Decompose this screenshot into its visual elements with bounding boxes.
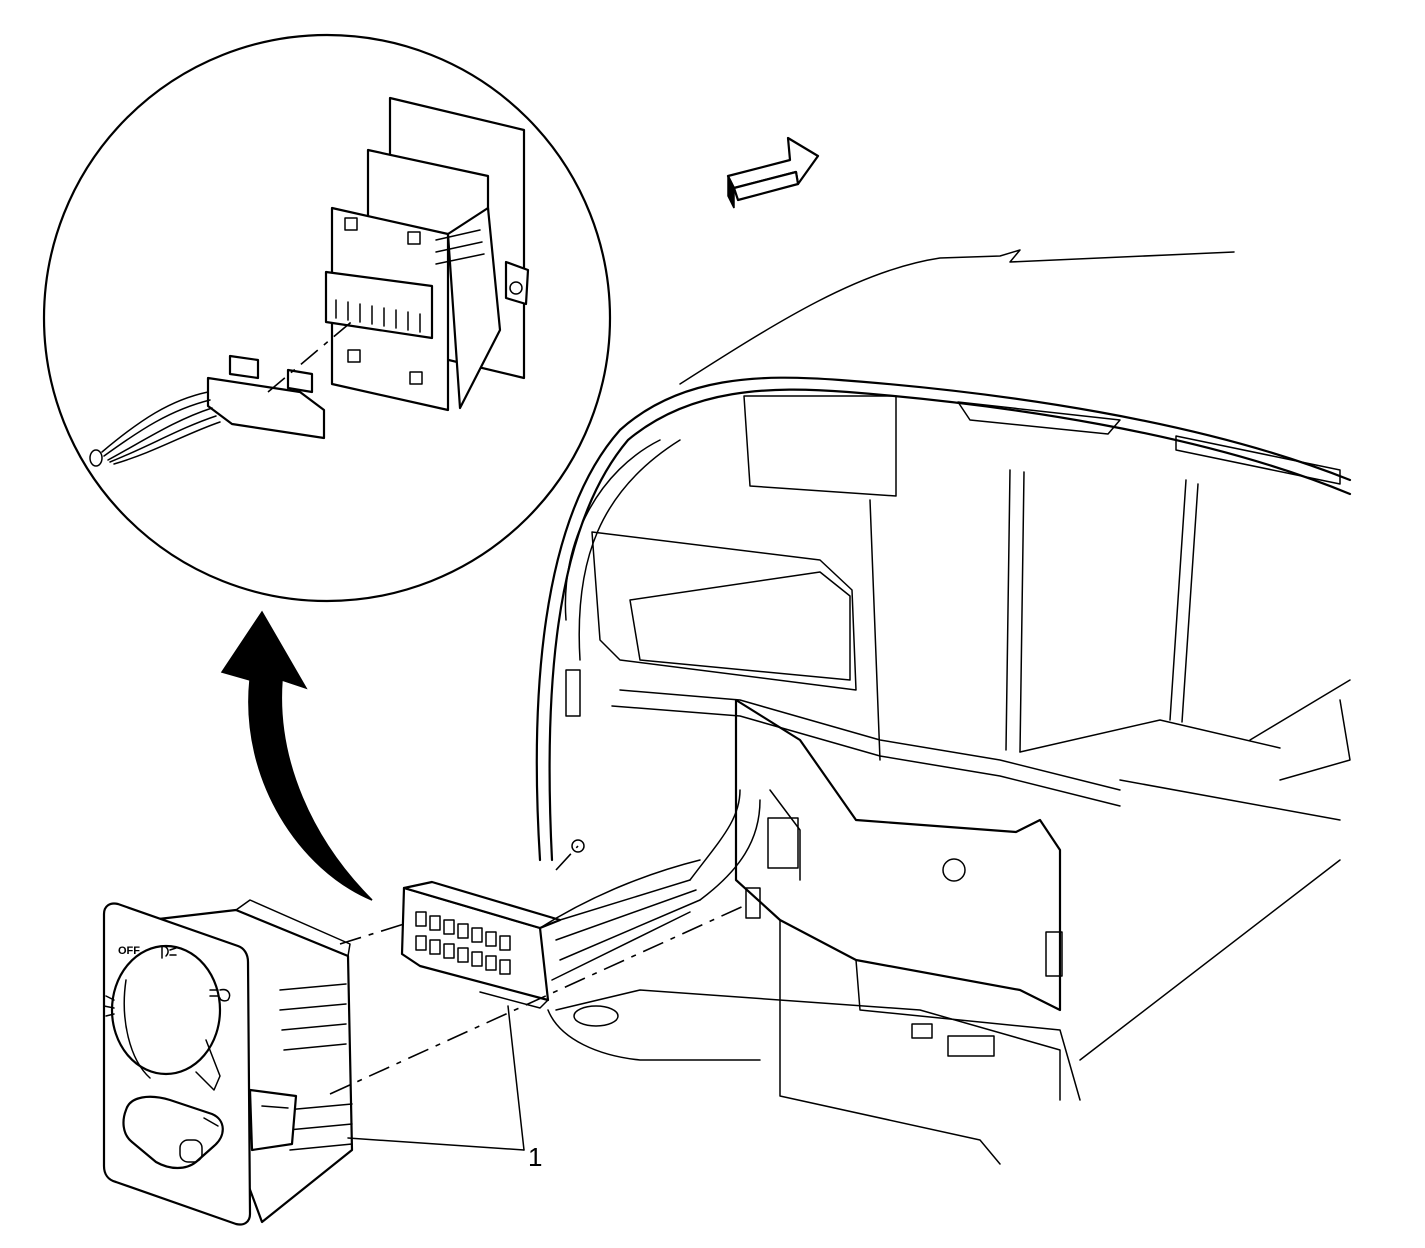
forward-direction-arrow-icon bbox=[726, 136, 820, 209]
detail-view-arrow-icon bbox=[220, 610, 373, 901]
connector-cavities bbox=[415, 911, 511, 975]
detail-header-pins bbox=[335, 299, 421, 333]
switch-body-fins bbox=[279, 983, 353, 1151]
detail-view-circle bbox=[42, 33, 612, 603]
off-label: OFF bbox=[118, 945, 140, 957]
headlamp-symbol-icon bbox=[209, 988, 231, 1002]
dimmer-symbol-icon bbox=[103, 995, 115, 1017]
callout-1-label: 1 bbox=[528, 1142, 542, 1172]
instrument-panel-structure bbox=[535, 249, 1352, 1165]
detail-switch-body bbox=[324, 96, 530, 412]
callout-1: 1 bbox=[347, 1005, 542, 1172]
parklamp-symbol-icon bbox=[161, 945, 177, 959]
detail-harness-connector bbox=[89, 354, 326, 467]
wire-harness-connector bbox=[339, 789, 761, 1009]
headlamp-switch: OFF bbox=[102, 899, 354, 1226]
